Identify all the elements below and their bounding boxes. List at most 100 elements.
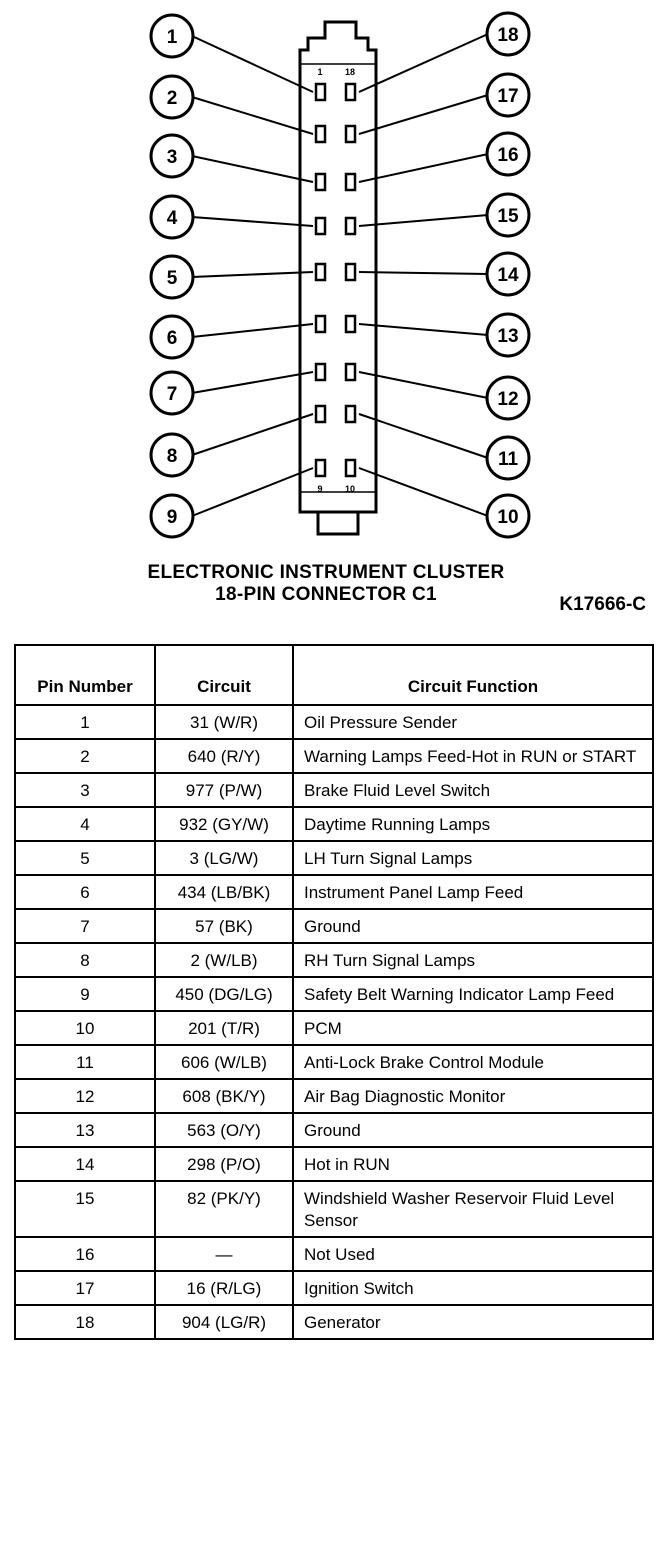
circuit-cell: 977 (P/W) — [154, 772, 294, 808]
circuit-cell: 608 (BK/Y) — [154, 1078, 294, 1114]
callout-number: 10 — [497, 507, 518, 528]
function-cell: Daytime Running Lamps — [292, 806, 654, 842]
pin-cell: 13 — [14, 1112, 156, 1148]
callout-number: 18 — [497, 25, 518, 46]
callout-circle — [485, 435, 531, 481]
pin-slot-right — [344, 82, 357, 102]
callout-number: 4 — [167, 208, 178, 229]
circuit-cell: 3 (LG/W) — [154, 840, 294, 876]
callout-number: 9 — [167, 507, 178, 528]
circuit-cell: 434 (LB/BK) — [154, 874, 294, 910]
callout-circle — [485, 493, 531, 539]
callout-number: 15 — [497, 206, 519, 227]
pin-slot-right — [344, 314, 357, 334]
leader-line — [358, 33, 489, 93]
pin-cell: 17 — [14, 1270, 156, 1306]
pin-cell: 11 — [14, 1044, 156, 1080]
pin-cell: 12 — [14, 1078, 156, 1114]
callout-number: 6 — [167, 328, 178, 349]
callout-circle — [485, 375, 531, 421]
callout-circle — [149, 133, 195, 179]
pin-slot-left — [314, 216, 327, 236]
pin-slot-right — [344, 124, 357, 144]
function-cell: Air Bag Diagnostic Monitor — [292, 1078, 654, 1114]
leader-line — [191, 413, 314, 456]
circuit-cell: 57 (BK) — [154, 908, 294, 944]
leader-line — [191, 216, 314, 227]
callout-circle — [485, 72, 531, 118]
callout-circle — [149, 493, 195, 539]
callout-number: 8 — [167, 446, 178, 467]
callout-number: 3 — [167, 147, 178, 168]
callout-number: 13 — [497, 326, 518, 347]
circuit-cell: 904 (LG/R) — [154, 1304, 294, 1340]
pin-slots — [314, 82, 357, 478]
callout-number: 1 — [167, 27, 178, 48]
pin-cell: 16 — [14, 1236, 156, 1272]
callout-number: 12 — [497, 389, 518, 410]
callout-circle — [485, 11, 531, 57]
function-cell: Not Used — [292, 1236, 654, 1272]
pin-slot-right — [344, 216, 357, 236]
mark-bottom-right: 10 — [345, 484, 355, 494]
leader-line — [191, 35, 314, 93]
function-cell: Ground — [292, 908, 654, 944]
pin-cell: 10 — [14, 1010, 156, 1046]
pin-slot-right — [344, 362, 357, 382]
pin-cell: 9 — [14, 976, 156, 1012]
function-cell: Windshield Washer Reservoir Fluid Level … — [292, 1180, 654, 1238]
circuit-cell: — — [154, 1236, 294, 1272]
leader-line — [191, 371, 314, 394]
callout-circle — [485, 251, 531, 297]
figure-reference: K17666-C — [559, 594, 646, 615]
leader-line — [191, 323, 314, 338]
callout-number: 14 — [497, 265, 519, 286]
pin-slot-left — [314, 124, 327, 144]
callout-number: 17 — [497, 86, 518, 107]
leader-line — [358, 214, 489, 227]
callout-circle — [485, 131, 531, 177]
pin-cell: 6 — [14, 874, 156, 910]
connector-body — [298, 20, 378, 536]
function-cell: Ground — [292, 1112, 654, 1148]
pin-slot-left — [314, 404, 327, 424]
pin-cell: 4 — [14, 806, 156, 842]
leader-line — [191, 155, 314, 183]
callout-circle — [485, 192, 531, 238]
function-cell: Brake Fluid Level Switch — [292, 772, 654, 808]
pin-slot-left — [314, 82, 327, 102]
function-cell: Hot in RUN — [292, 1146, 654, 1182]
function-cell: PCM — [292, 1010, 654, 1046]
callout-circle — [149, 74, 195, 120]
callout-circle — [149, 254, 195, 300]
callout-circle — [485, 312, 531, 358]
callout-circle — [149, 432, 195, 478]
pin-cell: 15 — [14, 1180, 156, 1238]
callout-circle — [149, 314, 195, 360]
function-cell: LH Turn Signal Lamps — [292, 840, 654, 876]
caption-title: ELECTRONIC INSTRUMENT CLUSTER — [147, 562, 505, 583]
callout-number: 5 — [167, 268, 178, 289]
function-cell: Instrument Panel Lamp Feed — [292, 874, 654, 910]
circuit-cell: 82 (PK/Y) — [154, 1180, 294, 1238]
pin-slot-right — [344, 262, 357, 282]
callout-circle — [149, 194, 195, 240]
pin-cell: 18 — [14, 1304, 156, 1340]
leader-line — [358, 323, 489, 336]
connector-marks: 1 18 9 10 — [317, 67, 355, 494]
